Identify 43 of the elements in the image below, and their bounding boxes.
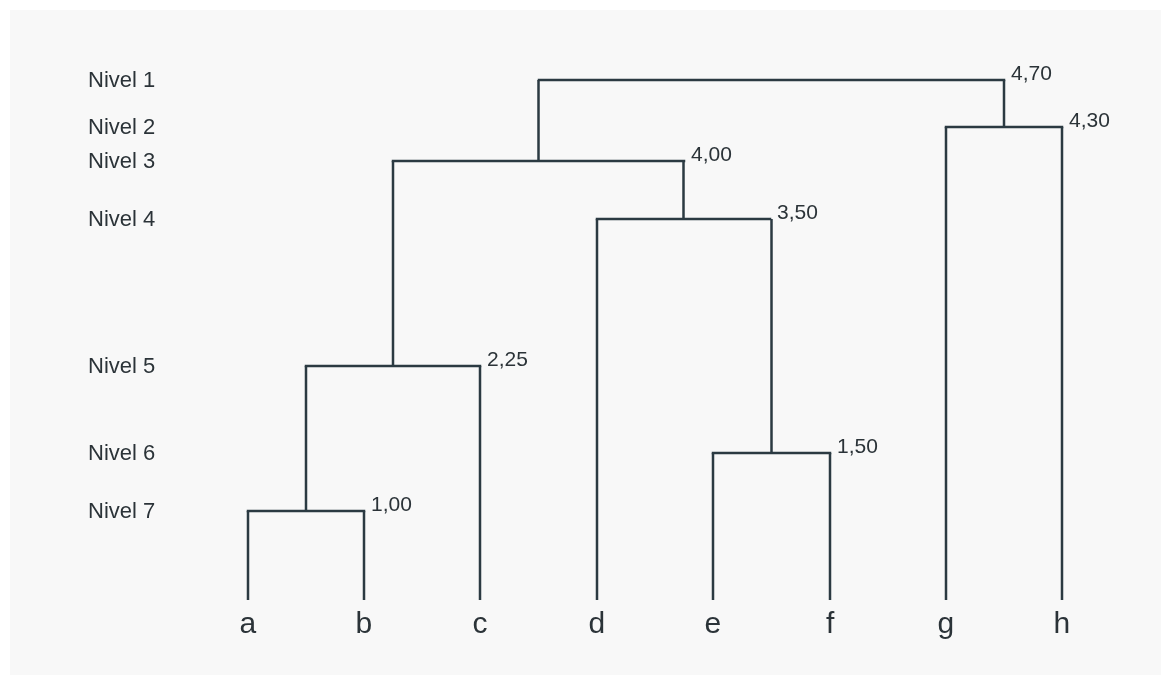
level-label: Nivel 7	[88, 500, 156, 522]
merge-bar	[711, 451, 832, 455]
height-value: 1,50	[837, 435, 878, 456]
height-value: 4,30	[1069, 109, 1110, 130]
merge-bar	[304, 364, 482, 368]
height-value: 4,70	[1011, 62, 1052, 83]
tree-line	[362, 511, 366, 600]
merge-bar	[391, 159, 686, 163]
tree-line	[1002, 80, 1006, 127]
height-value: 2,25	[487, 348, 528, 369]
level-label: Nivel 1	[88, 69, 156, 91]
level-label: Nivel 6	[88, 442, 156, 464]
level-label: Nivel 4	[88, 208, 156, 230]
tree-line	[595, 219, 599, 600]
level-label: Nivel 5	[88, 355, 156, 377]
tree-line	[391, 161, 395, 366]
tree-line	[246, 511, 250, 600]
height-value: 4,00	[691, 143, 732, 164]
leaf-label: c	[472, 608, 488, 638]
leaf-label: h	[1053, 608, 1071, 638]
tree-line	[537, 80, 540, 161]
level-label: Nivel 2	[88, 116, 156, 138]
merge-bar	[595, 217, 772, 221]
leaf-label: a	[239, 608, 257, 638]
tree-line	[478, 366, 482, 600]
tree-line	[304, 366, 308, 511]
tree-line	[944, 127, 948, 600]
tree-line	[1060, 127, 1064, 600]
leaf-label: d	[588, 608, 606, 638]
leaf-label: e	[704, 608, 722, 638]
height-value: 1,00	[371, 493, 412, 514]
leaf-label: g	[937, 608, 955, 638]
tree-line	[770, 219, 773, 453]
merge-bar	[537, 78, 1006, 82]
level-label: Nivel 3	[88, 150, 156, 172]
tree-line	[828, 453, 832, 600]
tree-line	[682, 161, 685, 219]
leaf-label: b	[355, 608, 373, 638]
leaf-label: f	[826, 608, 835, 638]
merge-bar	[944, 125, 1064, 129]
merge-bar	[246, 509, 366, 513]
tree-line	[711, 453, 715, 600]
height-value: 3,50	[777, 201, 818, 222]
